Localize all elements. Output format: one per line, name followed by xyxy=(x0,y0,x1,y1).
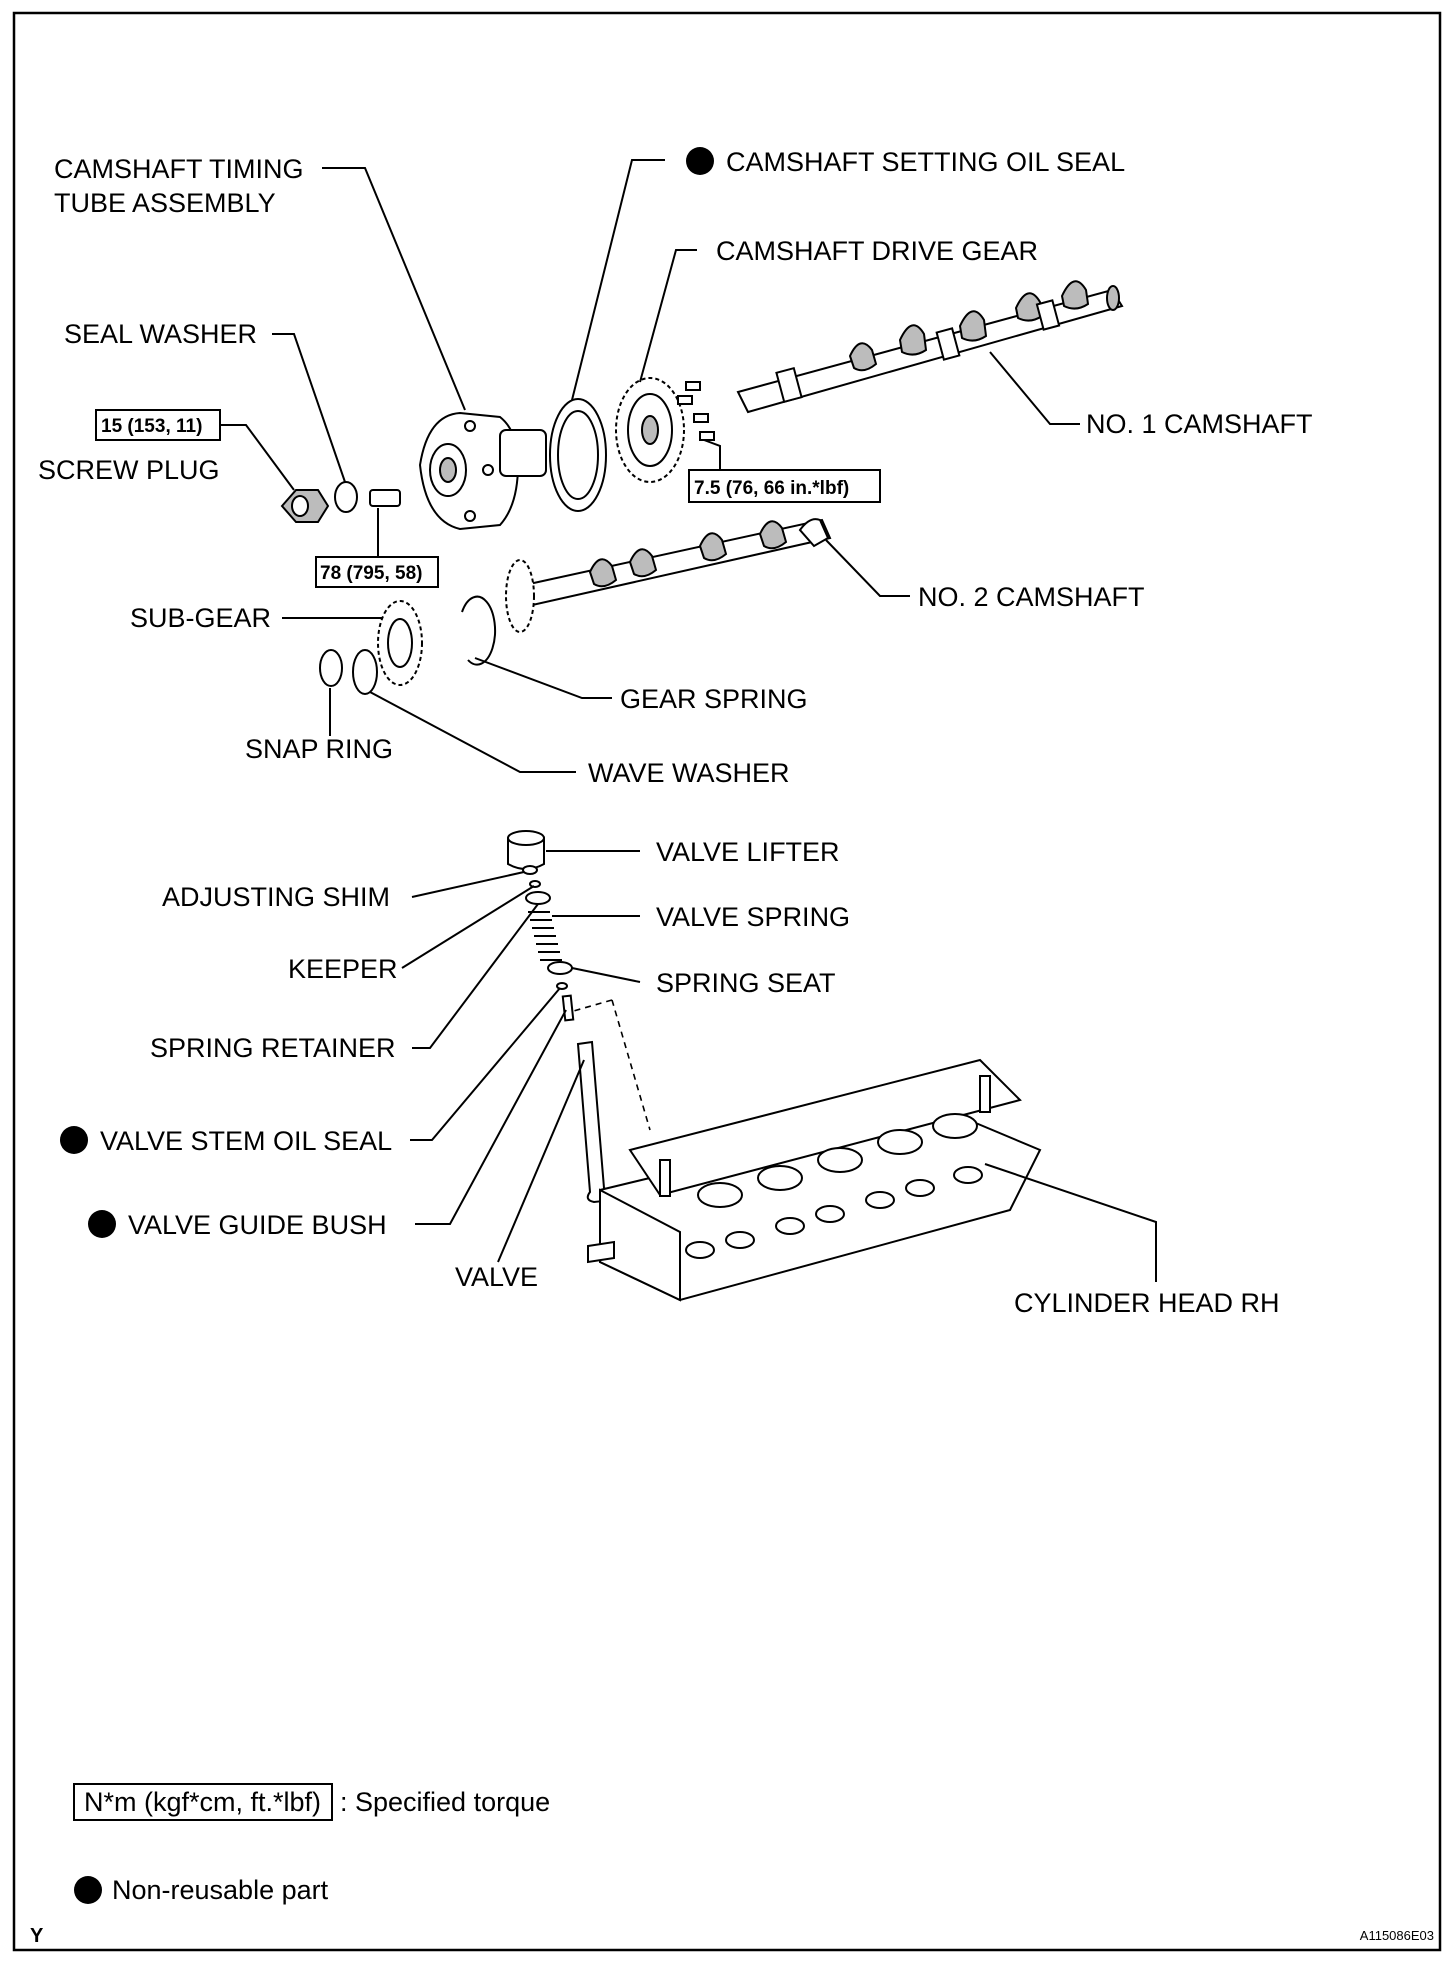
cylinder-head-rh-illustration xyxy=(587,1058,1042,1302)
no2-camshaft-illustration xyxy=(505,518,832,633)
wave-washer-illustration xyxy=(352,649,378,695)
label-wave-washer: WAVE WASHER xyxy=(588,758,790,788)
legend-torque-units: N*m (kgf*cm, ft.*lbf) xyxy=(84,1787,321,1817)
sub-gear-illustration xyxy=(377,600,423,686)
label-camshaft-timing-tube-line1: CAMSHAFT TIMING xyxy=(54,154,304,184)
seal-washer-illustration xyxy=(334,481,358,513)
center-bolt-illustration xyxy=(369,489,401,507)
non-reusable-mark-valve-stem-oil-seal xyxy=(60,1126,88,1154)
label-valve: VALVE xyxy=(455,1262,538,1292)
page-border xyxy=(12,11,1442,1952)
legend-non-reusable-icon xyxy=(74,1876,102,1904)
torque-box-center-bolt xyxy=(315,556,439,588)
label-keeper: KEEPER xyxy=(288,954,398,984)
label-camshaft-drive-gear: CAMSHAFT DRIVE GEAR xyxy=(716,236,1038,266)
label-spring-seat: SPRING SEAT xyxy=(656,968,836,998)
non-reusable-mark-oil-seal xyxy=(686,147,714,175)
label-seal-washer: SEAL WASHER xyxy=(64,319,257,349)
label-sub-gear: SUB-GEAR xyxy=(130,603,271,633)
footer-left-code: Y xyxy=(30,1925,44,1947)
legend-torque-box xyxy=(73,1783,333,1821)
camshaft-drive-gear-illustration xyxy=(615,377,715,483)
label-camshaft-timing-tube-line2: TUBE ASSEMBLY xyxy=(54,188,276,218)
valve-train-illustration xyxy=(507,830,651,1204)
label-valve-spring: VALVE SPRING xyxy=(656,902,850,932)
label-valve-guide-bush: VALVE GUIDE BUSH xyxy=(128,1210,387,1240)
torque-box-screw-plug xyxy=(95,409,221,441)
label-valve-stem-oil-seal: VALVE STEM OIL SEAL xyxy=(100,1126,392,1156)
non-reusable-mark-valve-guide-bush xyxy=(88,1210,116,1238)
label-spring-retainer: SPRING RETAINER xyxy=(150,1033,396,1063)
snap-ring-illustration xyxy=(319,649,343,687)
label-camshaft-setting-oil-seal: CAMSHAFT SETTING OIL SEAL xyxy=(726,147,1125,177)
torque-screw-plug: 15 (153, 11) xyxy=(101,416,202,437)
label-gear-spring: GEAR SPRING xyxy=(620,684,808,714)
legend-non-reusable-text: Non-reusable part xyxy=(112,1875,329,1905)
torque-drive-gear-bolts: 7.5 (76, 66 in.*lbf) xyxy=(694,478,849,499)
legend-torque-desc: : Specified torque xyxy=(340,1787,550,1817)
label-valve-lifter: VALVE LIFTER xyxy=(656,837,840,867)
torque-center-bolt: 78 (795, 58) xyxy=(320,563,422,584)
label-no2-camshaft: NO. 2 CAMSHAFT xyxy=(918,582,1145,612)
footer-figure-id: A115086E03 xyxy=(1360,1928,1434,1943)
leader-lines xyxy=(220,159,1157,1282)
camshaft-setting-oil-seal-illustration xyxy=(549,398,607,512)
torque-box-drive-gear-bolts xyxy=(688,469,881,503)
label-cylinder-head-rh: CYLINDER HEAD RH xyxy=(1014,1288,1280,1318)
screw-plug-illustration xyxy=(280,489,330,523)
label-screw-plug: SCREW PLUG xyxy=(38,455,220,485)
label-adjusting-shim: ADJUSTING SHIM xyxy=(162,882,390,912)
label-no1-camshaft: NO. 1 CAMSHAFT xyxy=(1086,409,1313,439)
label-snap-ring: SNAP RING xyxy=(245,734,393,764)
gear-spring-illustration xyxy=(461,595,497,666)
no1-camshaft-illustration xyxy=(736,280,1124,414)
camshaft-timing-tube-illustration xyxy=(418,411,547,531)
